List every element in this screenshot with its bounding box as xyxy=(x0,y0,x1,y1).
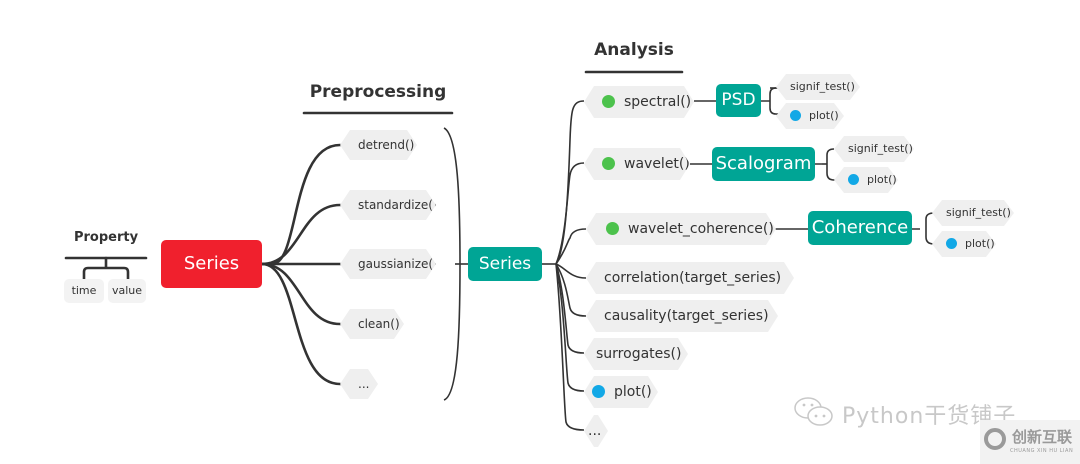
analysis-correlation[interactable]: correlation(target_series) xyxy=(586,262,794,294)
psd-plot-label: plot() xyxy=(809,109,839,122)
preprocess-standardize[interactable]: standardize() xyxy=(340,190,436,220)
psd-signif-test[interactable]: signif_test() xyxy=(776,74,860,100)
blue-dot-icon xyxy=(592,385,605,398)
analysis-wavelet-coherence[interactable]: wavelet_coherence() xyxy=(586,213,776,245)
green-dot-icon xyxy=(606,222,619,235)
property-value[interactable]: value xyxy=(108,279,146,303)
root-series-node[interactable]: Series xyxy=(161,240,262,288)
green-dot-icon xyxy=(602,95,615,108)
property-time[interactable]: time xyxy=(64,279,104,303)
link-detrend xyxy=(260,143,342,266)
coherence-plot[interactable]: plot() xyxy=(932,231,996,257)
analysis-wavelet-label: wavelet() xyxy=(624,156,690,172)
analysis-causality[interactable]: causality(target_series) xyxy=(586,300,778,332)
result-psd-label: PSD xyxy=(721,90,756,110)
result-scalogram-label: Scalogram xyxy=(715,153,812,174)
blue-dot-icon xyxy=(790,110,801,121)
wechat-icon xyxy=(792,395,836,431)
blue-dot-icon xyxy=(946,238,957,249)
brand-name: 创新互联 xyxy=(1012,428,1073,446)
analysis-plot[interactable]: plot() xyxy=(584,376,658,408)
link-standardize xyxy=(260,203,342,266)
green-dot-icon xyxy=(602,157,615,170)
link-clean xyxy=(260,262,342,326)
result-coherence-label: Coherence xyxy=(811,217,909,238)
coherence-plot-label: plot() xyxy=(965,237,995,250)
scalogram-signif-test[interactable]: signif_test() xyxy=(834,136,914,162)
scalogram-plot[interactable]: plot() xyxy=(834,167,898,193)
center-series-label: Series xyxy=(478,254,532,274)
result-psd-node[interactable]: PSD xyxy=(716,84,761,117)
brand-subtitle: CHUANG XIN HU LIAN xyxy=(1010,448,1074,454)
blue-dot-icon xyxy=(848,174,859,185)
analysis-wavelet[interactable]: wavelet() xyxy=(584,148,690,180)
property-heading: Property xyxy=(73,230,139,245)
property-bracket xyxy=(82,256,130,282)
scalogram-plot-label: plot() xyxy=(867,173,897,186)
center-series-node[interactable]: Series xyxy=(468,247,542,281)
analysis-surrogates[interactable]: surrogates() xyxy=(584,338,688,370)
analysis-spectral-label: spectral() xyxy=(624,94,692,110)
preprocessing-heading: Preprocessing xyxy=(309,82,447,102)
brand-badge: 创新互联 CHUANG XIN HU LIAN xyxy=(980,420,1080,464)
result-scalogram-node[interactable]: Scalogram xyxy=(712,147,815,181)
preprocess-detrend[interactable]: detrend() xyxy=(340,130,417,160)
preprocess-gaussianize[interactable]: gaussianize() xyxy=(340,249,436,279)
analysis-wavelet-coherence-label: wavelet_coherence() xyxy=(628,221,774,237)
analysis-heading: Analysis xyxy=(594,40,674,60)
preprocess-clean[interactable]: clean() xyxy=(340,309,404,339)
coherence-signif-test[interactable]: signif_test() xyxy=(932,200,1014,226)
brand-logo-icon xyxy=(984,428,1006,450)
analysis-spectral[interactable]: spectral() xyxy=(584,86,694,118)
root-series-label: Series xyxy=(183,253,240,274)
analysis-plot-label: plot() xyxy=(614,384,652,400)
link-ellipsis xyxy=(260,262,342,386)
result-coherence-node[interactable]: Coherence xyxy=(808,211,912,245)
psd-plot[interactable]: plot() xyxy=(776,103,844,129)
